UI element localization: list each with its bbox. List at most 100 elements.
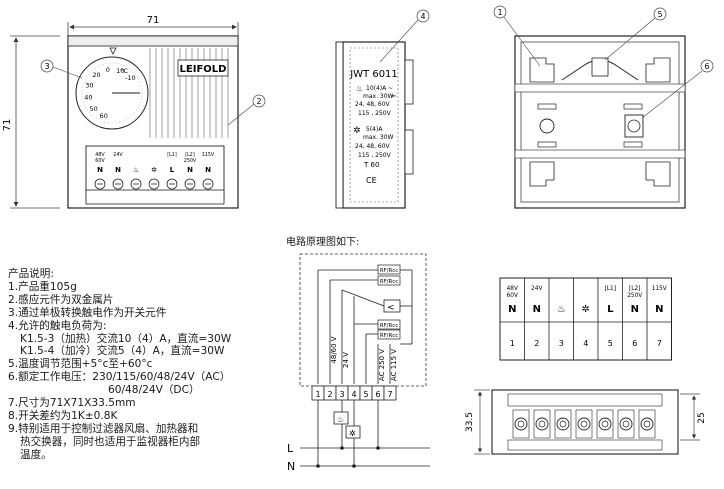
callout-side: 4 <box>420 12 425 21</box>
cool-dc-volts: 24, 48, 60V <box>355 143 391 150</box>
rf-label: RF/Rcc <box>380 333 398 339</box>
cooler-symbol: ✲ <box>349 429 356 438</box>
ac-symbol: ~ <box>388 85 393 92</box>
heat-ac-volts: 115 , 250V <box>358 110 392 117</box>
side-view: 4 JWT 6011 ♨ 10(4)A ~ max. 30W ⎓ 24, 48,… <box>335 9 430 209</box>
dial-number: 0 <box>106 66 110 74</box>
spec-item: 热交换器，同时也适用于监视器柜内部 <box>20 435 201 448</box>
table-column-letter: N <box>655 304 663 315</box>
front-heat-icon: ♨ <box>133 166 139 174</box>
dial-number: 50 <box>89 105 97 113</box>
callout-back-1: 1 <box>497 8 502 17</box>
heat-symbol: ♨ <box>356 84 363 93</box>
table-column-letter: N <box>533 304 541 315</box>
callout-back-6: 6 <box>704 62 709 71</box>
switch-symbol: < <box>387 303 395 313</box>
table-column-voltage: 60V <box>507 293 518 299</box>
table-column-number: 3 <box>559 339 564 348</box>
table-column-letter: N <box>508 304 516 315</box>
table-column-number: 5 <box>608 339 613 348</box>
rf-resistor <box>377 275 401 286</box>
front-terminal-voltage: [L2] <box>185 152 195 158</box>
table-column-voltage: 48V <box>507 286 518 292</box>
callout-housing: 2 <box>256 97 261 106</box>
circuit-voltage-label: AC 115 V <box>390 349 398 381</box>
front-terminal-letter: N <box>187 166 193 174</box>
rf-label: RF/Rcc <box>380 279 398 285</box>
callout-back-5: 5 <box>657 10 662 19</box>
circuit-terminal-number: 2 <box>327 390 332 399</box>
spec-item: 1.产品重105g <box>8 280 77 293</box>
spec-item: 3.通过单极转换触电作为开关元件 <box>8 306 167 319</box>
table-column-letter: L <box>607 304 614 315</box>
table-column-letter: N <box>631 304 639 315</box>
spec-item: 9.特别适用于控制过滤器风扇、加热器和 <box>8 422 199 435</box>
spec-item: 8.开关差约为1K±0.8K <box>8 409 118 422</box>
table-column-voltage: 115V <box>652 286 667 292</box>
callout-dial: 3 <box>44 62 49 71</box>
circuit-terminal-number: 4 <box>351 390 356 399</box>
bottom-dim-left: 33.5 <box>465 412 475 432</box>
front-terminal-letter: N <box>97 166 103 174</box>
line-l-label: L <box>287 442 294 455</box>
circuit-voltage-label: 24 V <box>342 352 350 368</box>
heat-rating: 10(4)A <box>366 85 387 92</box>
cool-symbol: ✲ <box>353 126 361 136</box>
circuit-voltage-label: 48/60 V <box>330 336 338 363</box>
table-heat-icon: ♨ <box>557 304 566 315</box>
table-cool-icon: ✲ <box>582 304 590 315</box>
rf-label: RF/Rcc <box>380 268 398 274</box>
ce-mark: CE <box>366 176 377 185</box>
spec-item: 2.感应元件为双金属片 <box>8 293 114 306</box>
cool-max: max. 30W <box>363 134 394 141</box>
bottom-view: 33.5 25 <box>465 389 707 455</box>
cool-ac-volts: 115 , 250V <box>358 152 392 159</box>
circuit-terminal-number: 1 <box>315 390 320 399</box>
front-terminal-voltage: 250V <box>184 158 197 164</box>
dial-unit: °C <box>120 67 128 75</box>
dial-number: 20 <box>92 71 100 79</box>
circuit-voltage-label: AC 250 V <box>378 349 386 381</box>
circuit-terminal-number: 5 <box>363 390 368 399</box>
heat-max: max. 30W <box>363 93 394 100</box>
circuit-terminal <box>383 385 397 401</box>
table-column-voltage: 24V <box>531 286 542 292</box>
table-column-number: 2 <box>534 339 539 348</box>
t-rating: T 60 <box>363 161 379 169</box>
heater-symbol: ♨ <box>337 415 344 424</box>
spec-item: 5.温度调节范围+5°c至+60°c <box>8 358 153 371</box>
model-number: JWT 6011 <box>349 69 398 80</box>
circuit-title: 电路原理图如下: <box>286 237 360 248</box>
front-terminal-letter: L <box>170 166 175 174</box>
front-terminal-letter: N <box>205 166 211 174</box>
spec-item: 60/48/24V（DC） <box>108 384 200 397</box>
spec-item: 4.允许的触电负荷为: <box>8 319 107 332</box>
table-column-number: 6 <box>632 339 637 348</box>
table-column-number: 7 <box>657 339 662 348</box>
front-terminal-voltage: 48V <box>95 152 105 158</box>
dial-number: 10 <box>116 67 124 75</box>
dial-number: 40 <box>84 94 92 102</box>
dc-symbol: ⎓ <box>391 93 396 100</box>
spec-item: 6.额定工作电压：230/115/60/48/24V（AC） <box>8 371 231 384</box>
front-terminal-voltage: 60V <box>95 158 105 164</box>
rf-resistor <box>377 264 401 275</box>
cool-rating: 5(4)A <box>366 126 383 133</box>
heat-dc-volts: 24, 48, 60V <box>355 101 391 108</box>
front-width-dim: 71 <box>147 15 160 26</box>
circuit-terminal-number: 7 <box>387 390 392 399</box>
rf-label: RF/Rcc <box>380 323 398 329</box>
front-terminal-voltage: 115V <box>202 152 215 158</box>
front-cool-icon: ✲ <box>151 166 157 174</box>
table-column-number: 1 <box>510 339 515 348</box>
table-column-voltage: 250V <box>627 293 642 299</box>
brand-logo: LEIFOLD <box>180 64 227 75</box>
table-column-voltage: [L2] <box>629 286 640 292</box>
rf-resistor <box>377 319 401 330</box>
